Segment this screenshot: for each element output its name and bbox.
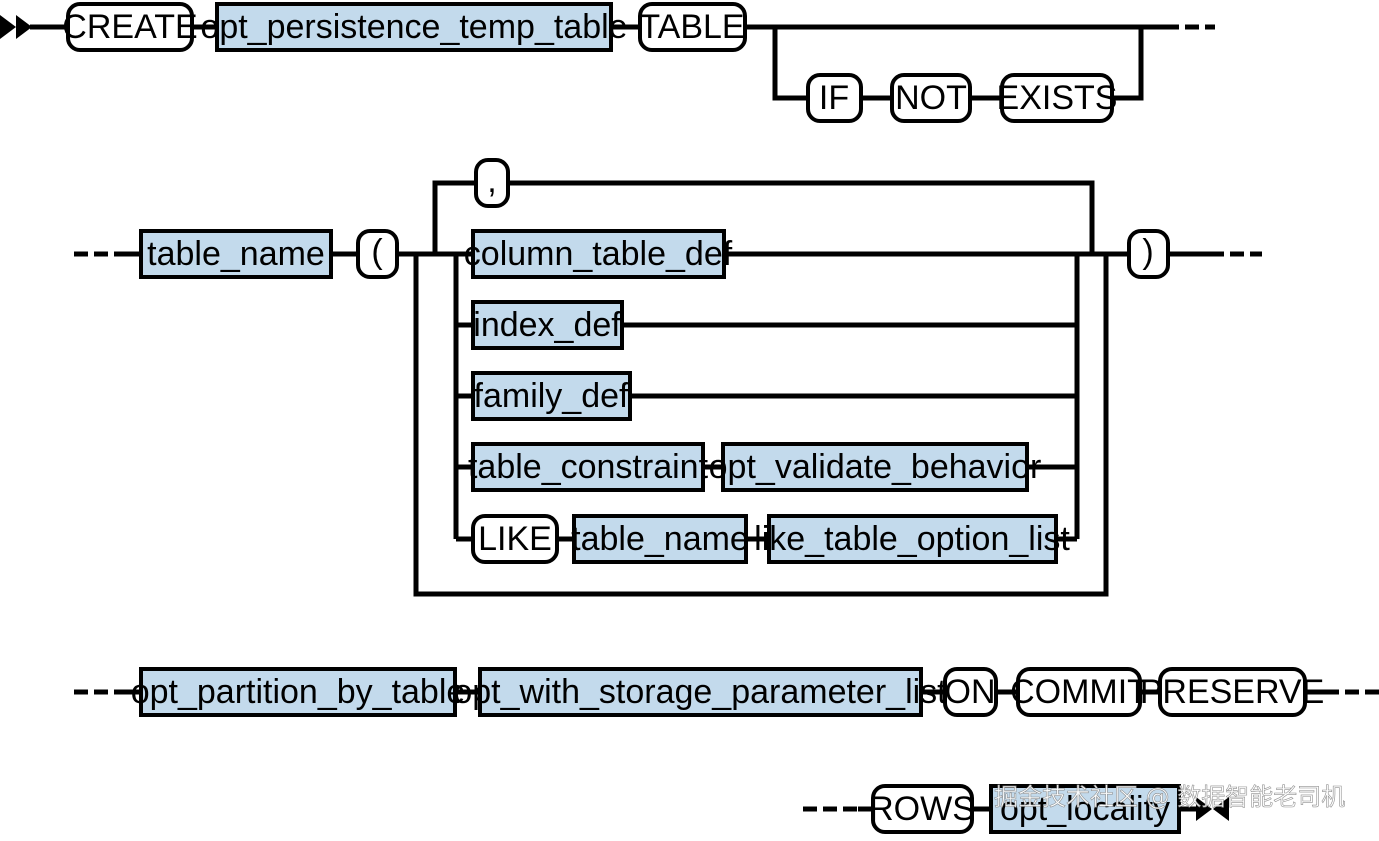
svg-text:opt_locality: opt_locality	[1000, 790, 1170, 828]
svg-text:table_name: table_name	[571, 520, 749, 558]
watermark-text: 掘金技术社区 @ 数据智能老司机	[994, 783, 1345, 811]
preserve-keyword: PRESERVE	[1140, 667, 1325, 717]
svg-text:opt_validate_behavior: opt_validate_behavior	[709, 448, 1042, 486]
like-table-name-node: table_name	[571, 514, 749, 564]
svg-text:COMMIT: COMMIT	[1010, 673, 1148, 711]
svg-text:like_table_option_list: like_table_option_list	[754, 520, 1070, 558]
svg-text:TABLE: TABLE	[639, 8, 744, 46]
opt-locality-node: opt_locality	[989, 784, 1181, 834]
svg-text:table_constraint: table_constraint	[468, 448, 709, 486]
close-paren-keyword: )	[1127, 229, 1170, 279]
svg-text:(: (	[371, 233, 383, 271]
commit-keyword: COMMIT	[1010, 667, 1148, 717]
svg-text:LIKE: LIKE	[478, 520, 552, 558]
if-keyword: IF	[806, 73, 863, 123]
family-def-node: family_def	[471, 371, 632, 421]
svg-text:CREATE: CREATE	[62, 8, 197, 46]
svg-text:ON: ON	[945, 673, 996, 711]
row-1-lines	[0, 15, 1215, 101]
table-constraint-node: table_constraint	[468, 442, 709, 492]
svg-text:table_name: table_name	[147, 235, 325, 273]
start-arrow-icon-2	[16, 15, 32, 39]
svg-text:opt_partition_by_table: opt_partition_by_table	[131, 673, 466, 711]
opt-partition-by-table-node: opt_partition_by_table	[131, 667, 466, 717]
svg-text:NOT: NOT	[895, 79, 967, 117]
row-2-lines	[74, 180, 1262, 597]
on-keyword: ON	[943, 667, 998, 717]
svg-text:ROWS: ROWS	[869, 790, 975, 828]
rows-keyword: ROWS	[869, 784, 975, 834]
column-table-def-node: column_table_def	[464, 229, 733, 279]
not-keyword: NOT	[890, 73, 972, 123]
svg-text:family_def: family_def	[474, 377, 630, 415]
svg-text:EXISTS: EXISTS	[997, 79, 1118, 117]
svg-text:opt_with_storage_parameter_lis: opt_with_storage_parameter_list	[453, 673, 947, 711]
index-def-node: index_def	[471, 300, 624, 350]
svg-text:,: ,	[487, 162, 496, 200]
create-keyword: CREATE	[62, 2, 198, 52]
like-keyword: LIKE	[471, 514, 559, 564]
svg-text:column_table_def: column_table_def	[464, 235, 733, 273]
like-table-option-list-node: like_table_option_list	[754, 514, 1070, 564]
opt-with-storage-parameter-list-node: opt_with_storage_parameter_list	[453, 667, 947, 717]
svg-text:index_def: index_def	[473, 306, 621, 344]
svg-text:opt_persistence_temp_table: opt_persistence_temp_table	[200, 8, 627, 46]
opt-validate-behavior-node: opt_validate_behavior	[709, 442, 1042, 492]
table-keyword: TABLE	[638, 2, 747, 52]
opt-persistence-temp-table-node: opt_persistence_temp_table	[200, 2, 628, 52]
svg-text:): )	[1142, 233, 1153, 271]
comma-keyword: ,	[474, 158, 510, 208]
start-arrow-icon	[0, 15, 16, 39]
svg-text:IF: IF	[819, 79, 849, 117]
end-marker-icon	[1196, 797, 1229, 821]
open-paren-keyword: (	[356, 229, 399, 279]
table-name-node: table_name	[139, 229, 333, 279]
svg-text:PRESERVE: PRESERVE	[1140, 673, 1325, 711]
exists-keyword: EXISTS	[997, 73, 1118, 123]
